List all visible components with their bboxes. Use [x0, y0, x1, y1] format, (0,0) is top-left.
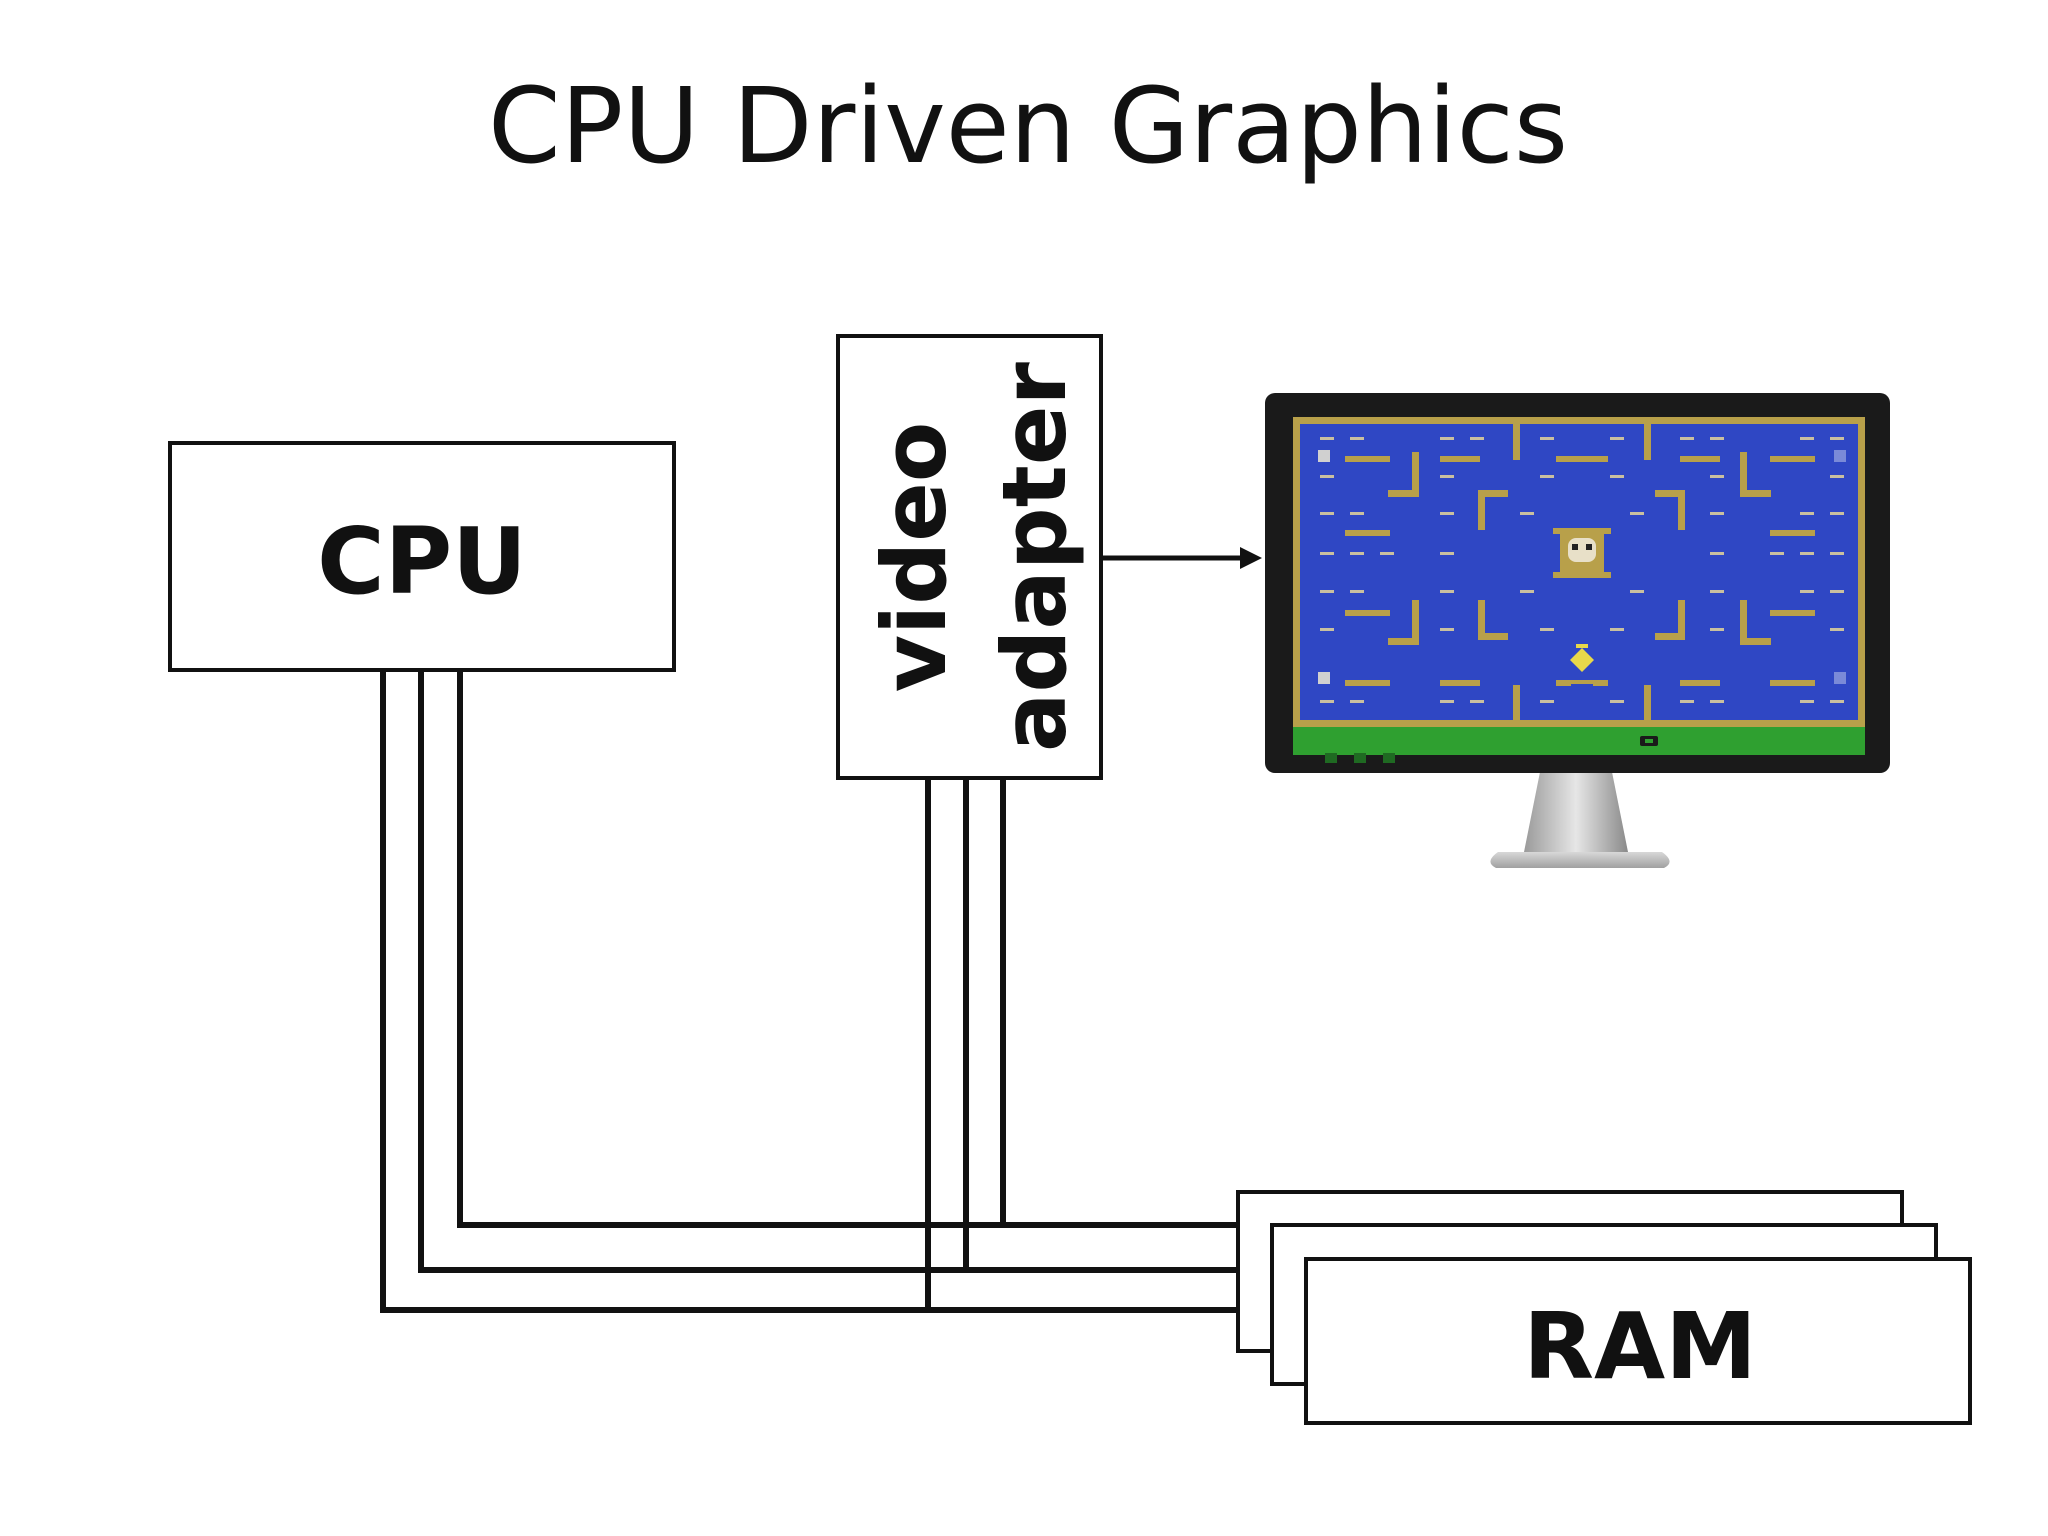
video-output-arrow — [1101, 547, 1262, 569]
page-title: CPU Driven Graphics — [488, 65, 1568, 187]
game-status-bar — [1293, 727, 1865, 755]
ram-box-front — [1304, 1257, 1972, 1425]
cpu-block: CPU — [168, 441, 676, 672]
monitor-base — [1490, 852, 1670, 868]
cpu-box — [168, 441, 676, 672]
maze-dots — [1320, 437, 1844, 703]
cpu-label: CPU — [317, 508, 527, 615]
video-adapter-label-line2: adapter — [983, 361, 1086, 752]
maze-walls — [1293, 417, 1865, 727]
bus-wires — [380, 668, 1240, 1313]
lives-indicator — [1325, 753, 1395, 763]
monitor-screen — [1293, 417, 1865, 763]
video-adapter-box — [836, 334, 1103, 780]
arrow-head-icon — [1240, 547, 1262, 569]
cpu-wire-3 — [457, 668, 1240, 1228]
power-pellets — [1318, 450, 1846, 684]
monitor — [1265, 393, 1890, 868]
pacman-icon — [1570, 644, 1594, 672]
cpu-wire-2 — [418, 668, 1240, 1273]
cpu-wire-1 — [380, 668, 1240, 1313]
video-adapter-label-line1: video — [863, 422, 966, 693]
video-adapter-block: video adapter — [836, 334, 1103, 780]
monitor-stand — [1524, 772, 1628, 852]
ram-label: RAM — [1523, 1293, 1757, 1400]
ram-block: RAM — [1236, 1190, 1972, 1425]
ghost-icon — [1560, 534, 1604, 572]
